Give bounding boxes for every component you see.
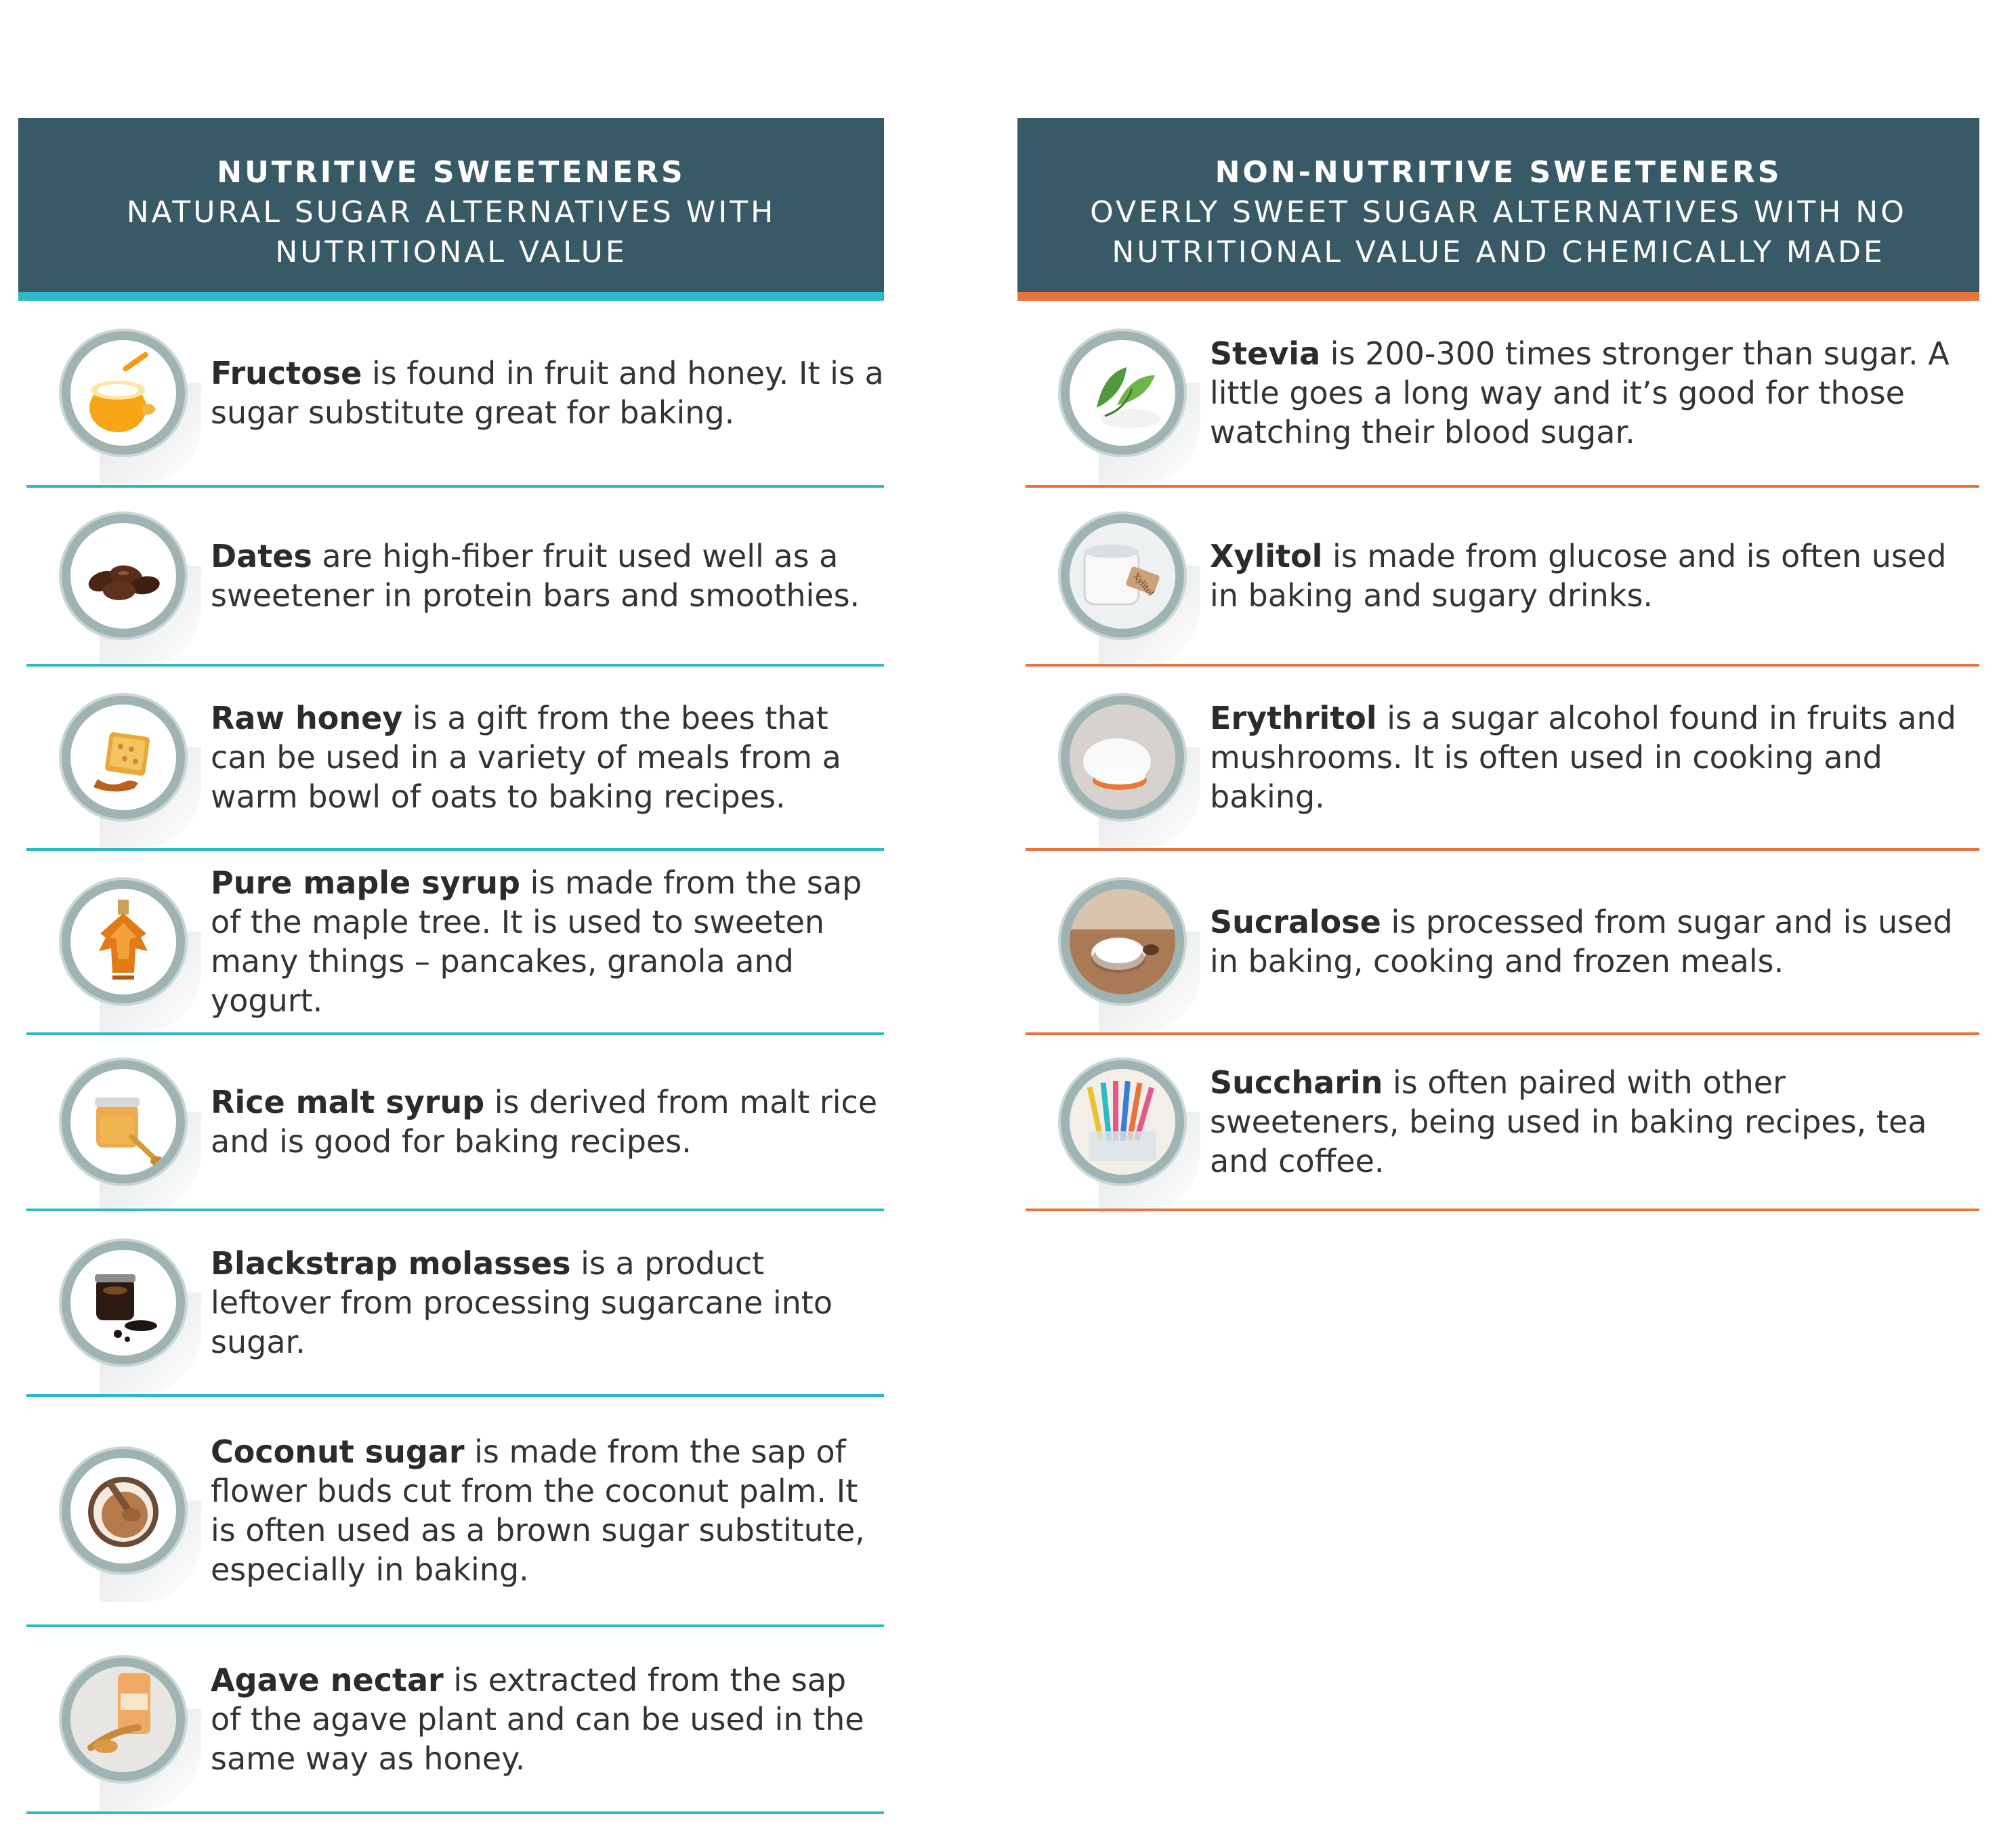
sugar-spoon-icon: [1058, 693, 1200, 849]
syrup-jar-icon: [59, 1057, 201, 1213]
sweetener-sticks-icon: [1058, 1057, 1200, 1213]
list-item-fructose: Fructose is found in fruit and honey. It…: [26, 301, 884, 488]
agave-bottle-icon: [59, 1655, 201, 1811]
list-item-erythritol: Erythritol is a sugar alcohol found in f…: [1026, 667, 1979, 851]
item-text: Rice malt syrup is derived from malt ric…: [211, 1084, 878, 1160]
xylitol-jar-icon: Xylitol: [1058, 511, 1200, 667]
list-item-stevia: Stevia is 200-300 times stronger than su…: [1026, 301, 1979, 488]
item-text: Sucralose is processed from sugar and is…: [1210, 904, 1953, 980]
item-text: Stevia is 200-300 times stronger than su…: [1210, 335, 1950, 450]
maple-syrup-bottle-icon: [59, 877, 201, 1033]
item-text: Pure maple syrup is made from the sap of…: [211, 864, 862, 1019]
item-text: Fructose is found in fruit and honey. It…: [211, 355, 884, 431]
stevia-leaf-icon: [1058, 329, 1200, 484]
list-item-maple-syrup: Pure maple syrup is made from the sap of…: [26, 851, 884, 1035]
nutritive-title: NUTRITIVE SWEETENERS: [217, 155, 686, 190]
list-item-sucralose: Sucralose is processed from sugar and is…: [1026, 851, 1979, 1035]
item-text: Dates are high-fiber fruit used well as …: [211, 538, 860, 614]
non-nutritive-title: NON-NUTRITIVE SWEETENERS: [1215, 155, 1782, 190]
item-text: Blackstrap molasses is a product leftove…: [211, 1245, 833, 1360]
nutritive-header: NUTRITIVE SWEETENERS NATURAL SUGAR ALTER…: [18, 118, 884, 301]
list-item-agave-nectar: Agave nectar is extracted from the sap o…: [26, 1627, 884, 1814]
non-nutritive-header: NON-NUTRITIVE SWEETENERS OVERLY SWEET SU…: [1017, 118, 1979, 301]
item-text: Xylitol is made from glucose and is ofte…: [1210, 538, 1947, 614]
orange-honey-icon: [59, 329, 201, 484]
list-item-raw-honey: Raw honey is a gift from the bees that c…: [26, 667, 884, 851]
item-text: Coconut sugar is made from the sap of fl…: [211, 1433, 865, 1588]
item-text: Agave nectar is extracted from the sap o…: [211, 1662, 864, 1777]
molasses-jar-icon: [59, 1238, 201, 1394]
non-nutritive-subtitle: OVERLY SWEET SUGAR ALTERNATIVES WITH NO …: [1090, 195, 1907, 270]
list-item-rice-malt-syrup: Rice malt syrup is derived from malt ric…: [26, 1035, 884, 1213]
item-text: Succharin is often paired with other swe…: [1210, 1064, 1927, 1179]
nutritive-subtitle: NATURAL SUGAR ALTERNATIVES WITH NUTRITIO…: [126, 195, 776, 270]
item-text: Raw honey is a gift from the bees that c…: [211, 700, 841, 815]
honeycomb-icon: [59, 693, 201, 849]
dates-icon: [59, 511, 201, 667]
list-item-coconut-sugar: Coconut sugar is made from the sap of fl…: [26, 1397, 884, 1627]
list-item-succharin: Succharin is often paired with other swe…: [1026, 1035, 1979, 1213]
coconut-sugar-icon: [59, 1446, 201, 1602]
list-item-blackstrap-molasses: Blackstrap molasses is a product leftove…: [26, 1211, 884, 1397]
nutritive-column: NUTRITIVE SWEETENERS NATURAL SUGAR ALTER…: [18, 118, 884, 1814]
item-text: Erythritol is a sugar alcohol found in f…: [1210, 700, 1956, 815]
list-item-xylitol: Xylitol Xylitol is made from glucose and…: [1026, 488, 1979, 667]
non-nutritive-column: NON-NUTRITIVE SWEETENERS OVERLY SWEET SU…: [1017, 118, 1979, 1213]
list-item-dates: Dates are high-fiber fruit used well as …: [26, 488, 884, 667]
sugar-bowl-icon: [1058, 877, 1200, 1033]
